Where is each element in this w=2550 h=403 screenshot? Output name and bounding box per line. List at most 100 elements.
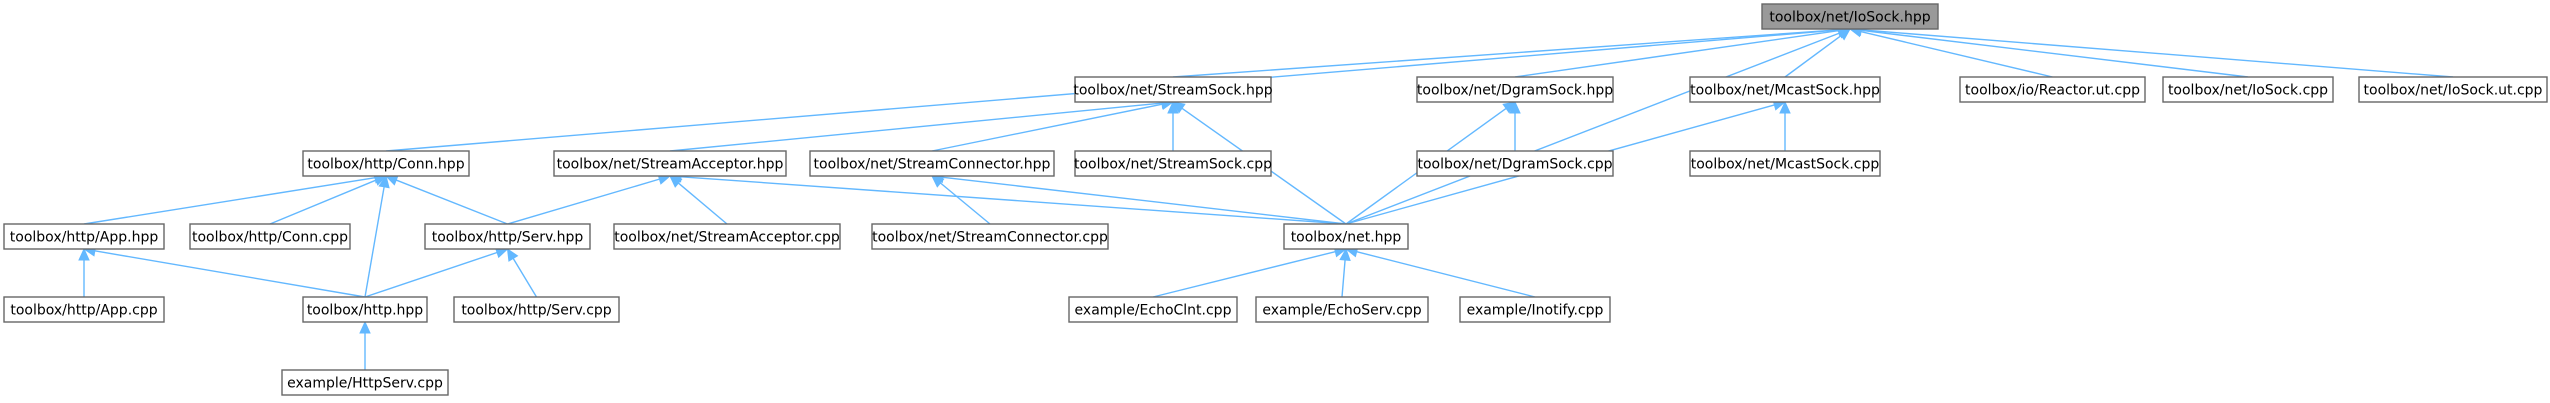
node-label: toolbox/http/App.hpp: [10, 230, 159, 246]
graph-edge-echoclnt-cpp-to-net-hpp: [1152, 250, 1336, 298]
graph-edge-http-hpp-to-app-hpp: [94, 250, 366, 298]
arrowhead-icon: [1167, 100, 1179, 114]
graph-edge-serv-hpp-to-streamacceptor-hpp: [507, 178, 660, 225]
node-box[interactable]: [1459, 296, 1611, 323]
node-box[interactable]: [453, 296, 620, 323]
arrowhead-icon: [506, 247, 519, 262]
graph-node-inotify-cpp[interactable]: example/Inotify.cpp: [1459, 296, 1611, 323]
graph-edge-streamconnector-cpp-to-streamconnector-hpp: [940, 182, 991, 225]
graph-edge-reactor-ut-cpp-to-iosock-hpp: [1860, 30, 2053, 78]
graph-node-net-hpp[interactable]: toolbox/net.hpp: [1283, 223, 1409, 250]
arrowhead-icon: [78, 247, 90, 261]
graph-edge-http-hpp-to-serv-hpp: [364, 251, 498, 298]
node-box[interactable]: [1761, 3, 1939, 30]
graph-node-echoserv-cpp[interactable]: example/EchoServ.cpp: [1255, 296, 1429, 323]
node-box[interactable]: [1689, 76, 1881, 103]
graph-node-iosock-cpp[interactable]: toolbox/net/IoSock.cpp: [2162, 76, 2334, 103]
arrowhead-icon: [378, 174, 390, 189]
graph-edge-net-hpp-to-streamacceptor-hpp: [680, 176, 1347, 225]
node-box[interactable]: [613, 223, 841, 250]
node-box[interactable]: [553, 150, 787, 177]
graph-node-streamacceptor-hpp[interactable]: toolbox/net/StreamAcceptor.hpp: [553, 150, 787, 177]
node-label: toolbox/http/Serv.hpp: [432, 230, 584, 246]
node-box[interactable]: [1416, 150, 1614, 177]
node-label: toolbox/http/Serv.cpp: [461, 303, 611, 319]
node-box[interactable]: [1074, 150, 1272, 177]
graph-node-echoclnt-cpp[interactable]: example/EchoClnt.cpp: [1068, 296, 1238, 323]
graph-edge-iosock-ut-cpp-to-iosock-hpp: [1860, 29, 2454, 78]
arrowhead-icon: [1339, 247, 1351, 261]
graph-node-app-hpp[interactable]: toolbox/http/App.hpp: [3, 223, 165, 250]
graph-node-mcastsock-hpp[interactable]: toolbox/net/McastSock.hpp: [1689, 76, 1881, 103]
node-label: toolbox/net/IoSock.hpp: [1769, 10, 1930, 26]
graph-edge-streamacceptor-cpp-to-streamacceptor-hpp: [677, 182, 728, 225]
node-box[interactable]: [1068, 296, 1238, 323]
node-label: toolbox/net/StreamAcceptor.hpp: [557, 157, 784, 173]
node-label: toolbox/net.hpp: [1291, 230, 1402, 246]
graph-node-streamsock-cpp[interactable]: toolbox/net/StreamSock.cpp: [1074, 150, 1272, 177]
node-box[interactable]: [302, 150, 470, 177]
node-box[interactable]: [424, 223, 591, 250]
node-box[interactable]: [1689, 150, 1881, 177]
graph-node-dgramsock-cpp[interactable]: toolbox/net/DgramSock.cpp: [1416, 150, 1614, 177]
graph-node-iosock-ut-cpp[interactable]: toolbox/net/IoSock.ut.cpp: [2358, 76, 2548, 103]
graph-edge-dgramsock-hpp-to-iosock-hpp: [1514, 29, 1840, 78]
node-box[interactable]: [3, 296, 165, 323]
node-box[interactable]: [1074, 76, 1272, 103]
graph-node-streamsock-hpp[interactable]: toolbox/net/StreamSock.hpp: [1073, 76, 1273, 103]
graph-edge-http-hpp-to-conn-hpp: [364, 186, 385, 298]
node-box[interactable]: [281, 369, 449, 396]
graph-node-serv-cpp[interactable]: toolbox/http/Serv.cpp: [453, 296, 620, 323]
graph-node-http-hpp[interactable]: toolbox/http.hpp: [302, 296, 428, 323]
graph-node-conn-cpp[interactable]: toolbox/http/Conn.cpp: [189, 223, 351, 250]
node-label: toolbox/net/IoSock.ut.cpp: [2364, 83, 2543, 99]
node-label: toolbox/net/StreamSock.cpp: [1074, 157, 1272, 173]
node-label: toolbox/http.hpp: [307, 303, 423, 319]
node-box[interactable]: [189, 223, 351, 250]
edges-layer: [78, 24, 2454, 370]
node-label: toolbox/http/Conn.hpp: [307, 157, 464, 173]
node-label: toolbox/net/DgramSock.cpp: [1417, 157, 1612, 173]
graph-node-serv-hpp[interactable]: toolbox/http/Serv.hpp: [424, 223, 591, 250]
node-label: toolbox/io/Reactor.ut.cpp: [1965, 83, 2140, 99]
nodes-layer: toolbox/net/IoSock.hpp toolbox/net/Stream…: [3, 3, 2548, 396]
node-label: toolbox/net/StreamConnector.hpp: [814, 157, 1051, 173]
node-label: toolbox/http/Conn.cpp: [192, 230, 348, 246]
node-box[interactable]: [1283, 223, 1409, 250]
graph-node-iosock-hpp[interactable]: toolbox/net/IoSock.hpp: [1761, 3, 1939, 30]
graph-node-streamconnector-cpp[interactable]: toolbox/net/StreamConnector.cpp: [871, 223, 1109, 250]
graph-edge-echoserv-cpp-to-net-hpp: [1341, 259, 1346, 298]
node-label: example/EchoServ.cpp: [1262, 303, 1421, 319]
graph-edge-streamsock-hpp-to-iosock-hpp: [1172, 29, 1840, 78]
graph-node-conn-hpp[interactable]: toolbox/http/Conn.hpp: [302, 150, 470, 177]
arrowhead-icon: [1502, 101, 1516, 114]
graph-node-dgramsock-hpp[interactable]: toolbox/net/DgramSock.hpp: [1416, 76, 1614, 103]
node-box[interactable]: [809, 150, 1055, 177]
graph-node-app-cpp[interactable]: toolbox/http/App.cpp: [3, 296, 165, 323]
graph-node-reactor-ut-cpp[interactable]: toolbox/io/Reactor.ut.cpp: [1959, 76, 2146, 103]
node-box[interactable]: [1959, 76, 2146, 103]
node-box[interactable]: [1416, 76, 1614, 103]
node-box[interactable]: [871, 223, 1109, 250]
node-label: example/HttpServ.cpp: [287, 376, 443, 392]
graph-edge-serv-cpp-to-serv-hpp: [512, 258, 538, 298]
graph-edge-mcastsock-hpp-to-iosock-hpp: [1784, 34, 1842, 78]
graph-edge-net-hpp-to-streamconnector-hpp: [942, 176, 1347, 225]
arrowhead-icon: [1779, 100, 1791, 114]
node-label: toolbox/net/StreamSock.hpp: [1073, 83, 1272, 99]
graph-node-httpserv-cpp[interactable]: example/HttpServ.cpp: [281, 369, 449, 396]
graph-edge-conn-cpp-to-conn-hpp: [269, 179, 377, 225]
arrowhead-icon: [359, 320, 371, 334]
node-box[interactable]: [302, 296, 428, 323]
node-label: toolbox/http/App.cpp: [10, 303, 157, 319]
graph-node-streamconnector-hpp[interactable]: toolbox/net/StreamConnector.hpp: [809, 150, 1055, 177]
node-box[interactable]: [1255, 296, 1429, 323]
node-box[interactable]: [2358, 76, 2548, 103]
arrowhead-icon: [1509, 100, 1521, 114]
node-box[interactable]: [3, 223, 165, 250]
graph-node-mcastsock-cpp[interactable]: toolbox/net/McastSock.cpp: [1689, 150, 1881, 177]
graph-node-streamacceptor-cpp[interactable]: toolbox/net/StreamAcceptor.cpp: [613, 223, 841, 250]
node-box[interactable]: [2162, 76, 2334, 103]
graph-edge-net-hpp-to-iosock-hpp: [1345, 32, 1840, 225]
